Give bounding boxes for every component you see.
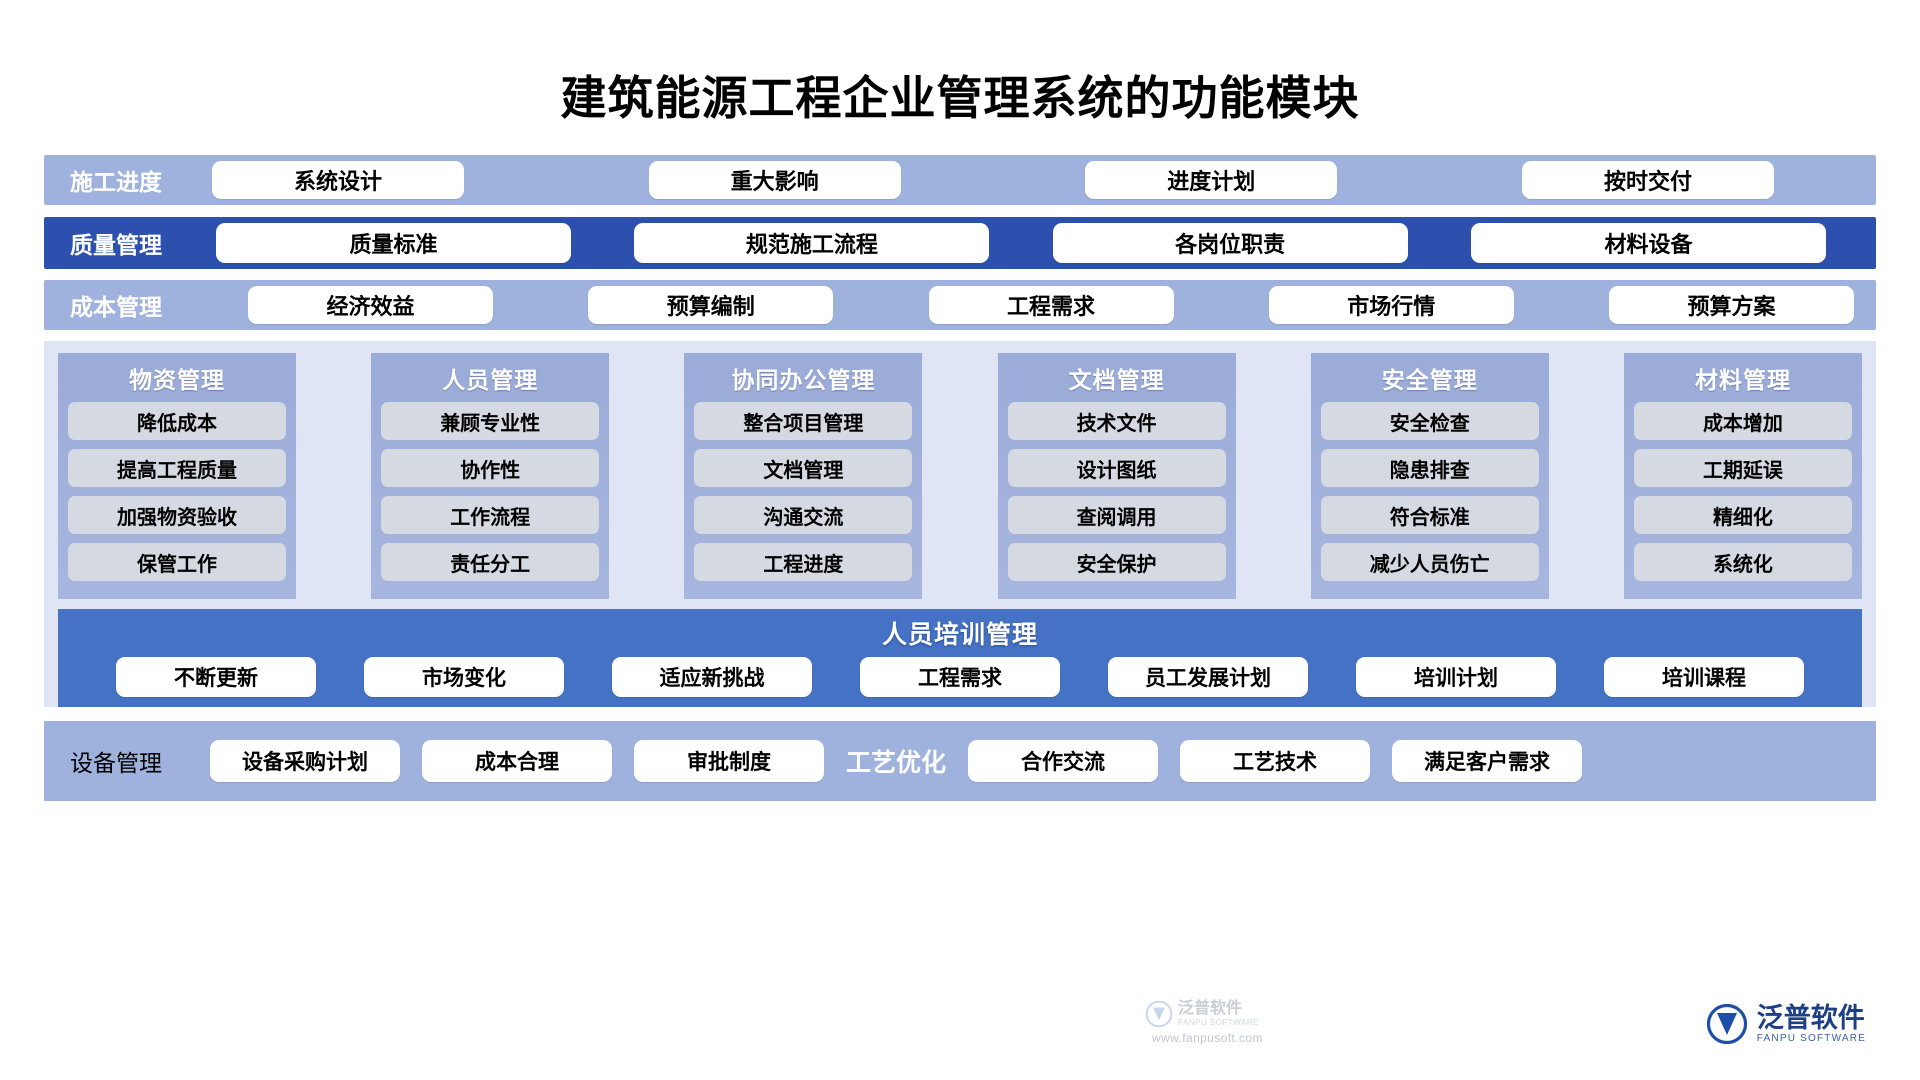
pill-item[interactable]: 不断更新 — [116, 657, 316, 697]
card-chip[interactable]: 工程进度 — [694, 543, 913, 581]
watermark-bottom-right: 泛普软件 FANPU SOFTWARE — [1706, 1003, 1866, 1044]
module-card-material[interactable]: 材料管理 成本增加 工期延误 精细化 系统化 — [1623, 353, 1862, 599]
watermark-brand: 泛普软件 — [1178, 1000, 1243, 1018]
row-training-management: 人员培训管理 不断更新 市场变化 适应新挑战 工程需求 员工发展计划 培训计划 … — [58, 609, 1862, 707]
card-chip[interactable]: 查阅调用 — [1007, 496, 1226, 534]
card-chip[interactable]: 技术文件 — [1007, 402, 1226, 440]
card-chip[interactable]: 成本增加 — [1633, 402, 1852, 440]
card-chip[interactable]: 减少人员伤亡 — [1320, 543, 1539, 581]
card-chip[interactable]: 安全保护 — [1007, 543, 1226, 581]
pill-item[interactable]: 设备采购计划 — [210, 740, 400, 782]
card-chip[interactable]: 沟通交流 — [694, 496, 913, 534]
module-card-safety[interactable]: 安全管理 安全检查 隐患排查 符合标准 减少人员伤亡 — [1310, 353, 1549, 599]
pill-item[interactable]: 培训计划 — [1356, 657, 1556, 697]
pill-item[interactable]: 工程需求 — [860, 657, 1060, 697]
pill-item[interactable]: 审批制度 — [634, 740, 824, 782]
pill-item[interactable]: 经济效益 — [248, 286, 493, 324]
card-title: 材料管理 — [1694, 368, 1791, 393]
training-title: 人员培训管理 — [881, 622, 1038, 649]
card-chip[interactable]: 保管工作 — [68, 543, 286, 581]
card-chip[interactable]: 整合项目管理 — [694, 402, 913, 440]
row-label-quality-management: 质量管理 — [70, 233, 162, 258]
pill-item[interactable]: 适应新挑战 — [612, 657, 812, 697]
pill-item[interactable]: 各岗位职责 — [1052, 223, 1408, 263]
pill-item[interactable]: 预算方案 — [1609, 286, 1854, 324]
card-title: 安全管理 — [1381, 368, 1478, 393]
row-items-construction-progress: 系统设计 重大影响 进度计划 按时交付 — [198, 161, 1862, 199]
pill-item[interactable]: 预算编制 — [588, 286, 834, 324]
row-cost-management: 成本管理 经济效益 预算编制 工程需求 市场行情 预算方案 — [44, 280, 1876, 330]
row-label-cost-management: 成本管理 — [70, 295, 162, 320]
card-chip[interactable]: 设计图纸 — [1007, 449, 1226, 487]
card-chip[interactable]: 安全检查 — [1320, 402, 1539, 440]
watermark-brand-sub: FANPU SOFTWARE — [1756, 1032, 1866, 1044]
row-equipment-management: 设备管理 设备采购计划 成本合理 审批制度 工艺优化 合作交流 工艺技术 满足客… — [44, 721, 1876, 801]
row-items-quality-management: 质量标准 规范施工流程 各岗位职责 材料设备 — [210, 223, 1862, 263]
page-title: 建筑能源工程企业管理系统的功能模块 — [560, 73, 1360, 124]
module-card-document[interactable]: 文档管理 技术文件 设计图纸 查阅调用 安全保护 — [997, 353, 1236, 599]
row-label-construction-progress: 施工进度 — [70, 170, 162, 195]
pill-item[interactable]: 进度计划 — [1085, 161, 1338, 199]
row-construction-progress: 施工进度 系统设计 重大影响 进度计划 按时交付 — [44, 155, 1876, 205]
card-chip[interactable]: 降低成本 — [68, 402, 286, 440]
card-chip[interactable]: 加强物资验收 — [68, 496, 286, 534]
card-chip[interactable]: 文档管理 — [694, 449, 913, 487]
module-card-personnel[interactable]: 人员管理 兼顾专业性 协作性 工作流程 责任分工 — [371, 353, 610, 599]
equipment-right-items: 合作交流 工艺技术 满足客户需求 — [968, 740, 1583, 782]
pill-item[interactable]: 质量标准 — [216, 223, 571, 263]
row-label-equipment-management: 设备管理 — [70, 750, 162, 776]
card-chip[interactable]: 符合标准 — [1320, 496, 1539, 534]
equipment-left-items: 设备采购计划 成本合理 审批制度 — [210, 740, 824, 782]
module-card-grid: 物资管理 降低成本 提高工程质量 加强物资验收 保管工作 人员管理 兼顾专业性 … — [58, 353, 1862, 599]
module-card-collaborative-office[interactable]: 协同办公管理 整合项目管理 文档管理 沟通交流 工程进度 — [684, 353, 923, 599]
card-chip[interactable]: 精细化 — [1633, 496, 1852, 534]
watermark-center: 泛普软件 FANPU SOFTWARE — [1146, 1000, 1259, 1027]
module-card-materials-supply[interactable]: 物资管理 降低成本 提高工程质量 加强物资验收 保管工作 — [58, 353, 296, 599]
watermark-brand-sub: FANPU SOFTWARE — [1178, 1017, 1259, 1027]
pill-item[interactable]: 成本合理 — [422, 740, 612, 782]
watermark-brand: 泛普软件 — [1756, 1003, 1865, 1034]
pill-item[interactable]: 市场变化 — [364, 657, 564, 697]
pill-item[interactable]: 员工发展计划 — [1108, 657, 1308, 697]
fanpu-logo-icon — [1146, 1001, 1172, 1027]
row-quality-management: 质量管理 质量标准 规范施工流程 各岗位职责 材料设备 — [44, 217, 1876, 269]
watermark-url: www.fanpusoft.com — [1152, 1031, 1263, 1045]
pill-item[interactable]: 材料设备 — [1470, 223, 1826, 263]
pill-item[interactable]: 合作交流 — [968, 740, 1159, 782]
pill-item[interactable]: 工程需求 — [928, 286, 1174, 324]
card-title: 人员管理 — [442, 368, 539, 393]
pill-item[interactable]: 市场行情 — [1268, 286, 1514, 324]
row-items-cost-management: 经济效益 预算编制 工程需求 市场行情 预算方案 — [210, 286, 1862, 324]
pill-item[interactable]: 重大影响 — [648, 161, 901, 199]
card-chip[interactable]: 责任分工 — [381, 543, 600, 581]
card-chip[interactable]: 协作性 — [381, 449, 600, 487]
card-title: 文档管理 — [1068, 368, 1165, 393]
pill-item[interactable]: 按时交付 — [1521, 161, 1774, 199]
card-chip[interactable]: 隐患排查 — [1320, 449, 1539, 487]
pill-item[interactable]: 系统设计 — [212, 161, 464, 199]
card-title: 物资管理 — [129, 368, 225, 393]
card-chip[interactable]: 工作流程 — [381, 496, 600, 534]
card-chip[interactable]: 提高工程质量 — [68, 449, 286, 487]
row-label-process-optimization: 工艺优化 — [846, 750, 947, 777]
pill-item[interactable]: 满足客户需求 — [1392, 740, 1583, 782]
pill-item[interactable]: 工艺技术 — [1180, 740, 1371, 782]
pill-item[interactable]: 培训课程 — [1604, 657, 1804, 697]
training-items: 不断更新 市场变化 适应新挑战 工程需求 员工发展计划 培训计划 培训课程 — [68, 657, 1852, 697]
card-title: 协同办公管理 — [731, 368, 876, 393]
fanpu-logo-icon — [1706, 1004, 1747, 1044]
card-chip[interactable]: 兼顾专业性 — [381, 402, 600, 440]
pill-item[interactable]: 规范施工流程 — [634, 223, 990, 263]
card-chip[interactable]: 系统化 — [1633, 543, 1852, 581]
card-chip[interactable]: 工期延误 — [1633, 449, 1852, 487]
modules-panel: 物资管理 降低成本 提高工程质量 加强物资验收 保管工作 人员管理 兼顾专业性 … — [44, 341, 1876, 1045]
